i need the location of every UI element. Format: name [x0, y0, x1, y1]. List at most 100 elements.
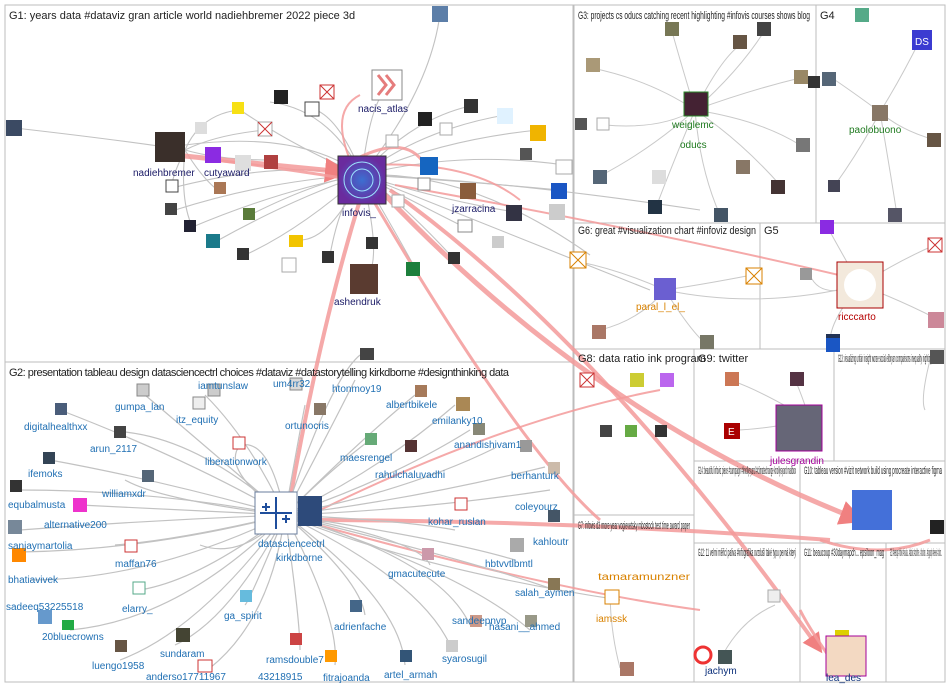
node-label: htonmoy19: [332, 384, 382, 395]
node-label: oducs: [680, 140, 707, 151]
node-avatar[interactable]: [497, 108, 513, 124]
node-avatar[interactable]: [551, 183, 567, 199]
node-avatar[interactable]: [304, 101, 320, 117]
node-label: fitrajoanda: [323, 673, 370, 684]
g8-header: G8: data ratio ink program: [578, 353, 706, 365]
node-avatar[interactable]: [457, 219, 473, 233]
g5-header: G5: [764, 225, 779, 237]
node-label: um4rr32: [273, 379, 311, 390]
node-avatar[interactable]: [385, 134, 399, 148]
node-avatar[interactable]: [418, 112, 432, 126]
node-label: julesgrandin: [769, 456, 824, 467]
infovis-hub-icon[interactable]: [337, 155, 387, 205]
node-label: nacis_atlas: [358, 104, 408, 115]
g14-header: G14: beautiful infoviz piece #campaign #…: [698, 465, 796, 477]
node-avatar[interactable]: [432, 6, 448, 22]
node-label: sundaram: [160, 649, 204, 660]
node-label: ricccarto: [838, 312, 876, 323]
node-label: ifemoks: [28, 469, 62, 480]
g10-header: G10: tableau version #vizit network buil…: [804, 465, 942, 477]
node-label: jzarracina: [451, 204, 496, 215]
node-avatar[interactable]: [391, 194, 405, 208]
lower-right-nodes: [604, 490, 944, 677]
node-label: datasciencectrl: [258, 539, 325, 550]
node-avatar[interactable]: [366, 237, 378, 249]
node-avatar[interactable]: [184, 220, 196, 232]
node-avatar[interactable]: [464, 99, 478, 113]
node-label: berhanturk: [511, 471, 560, 482]
node-label: coleyourz: [515, 502, 558, 513]
g9-labels: julesgrandin: [769, 456, 824, 467]
node-avatar[interactable]: [289, 235, 303, 247]
g1-nodes: [6, 6, 573, 360]
svg-text:DS: DS: [915, 37, 929, 48]
node-avatar[interactable]: [6, 120, 22, 136]
node-avatar[interactable]: [165, 203, 177, 215]
node-label: adrienfache: [334, 622, 387, 633]
node-avatar[interactable]: [549, 204, 565, 220]
node-avatar[interactable]: [264, 155, 278, 169]
node-label: kohar_ruslan: [428, 517, 486, 528]
node-avatar[interactable]: [322, 251, 334, 263]
g5-g6-labels: ricccarto paral_l_el_: [636, 302, 876, 323]
node-avatar[interactable]: [520, 148, 532, 160]
node-label: anderso17711967: [146, 672, 226, 683]
datasciencectrl-avatar[interactable]: [298, 496, 322, 526]
g4-nodes: DS: [828, 8, 941, 222]
node-label: syarosugil: [442, 654, 487, 665]
node-label: bhatiavivek: [8, 575, 59, 586]
node-avatar[interactable]: [530, 125, 546, 141]
group-headers: G1: years data #dataviz gran article wor…: [9, 10, 942, 559]
node-label: weiglemc: [671, 120, 714, 131]
node-avatar[interactable]: [214, 182, 226, 194]
node-avatar[interactable]: [232, 102, 244, 114]
node-label: salah_aymen: [515, 588, 574, 599]
node-avatar[interactable]: [439, 122, 453, 136]
node-label: maesrengel: [340, 453, 392, 464]
node-avatar[interactable]: [406, 262, 420, 276]
node-avatar[interactable]: [555, 159, 573, 175]
node-label: iamssk: [596, 614, 628, 625]
node-avatar[interactable]: [506, 205, 522, 221]
node-label: williamxdr: [101, 489, 147, 500]
node-label: equbalmusta: [8, 500, 66, 511]
node-label: jachym: [704, 666, 737, 677]
node-label: digitalhealthxx: [24, 422, 87, 433]
node-avatar[interactable]: [205, 147, 221, 163]
node-avatar[interactable]: [165, 179, 179, 193]
node-label: ashendruk: [334, 297, 382, 308]
node-label: tamaramunzner: [598, 572, 691, 583]
ashendruk-avatar[interactable]: [350, 264, 378, 294]
g6-header: G6: great #visualization chart #infoviz …: [578, 225, 756, 237]
node-avatar[interactable]: [420, 157, 438, 175]
node-avatar[interactable]: [492, 236, 504, 248]
jzarracina-avatar[interactable]: [462, 183, 476, 197]
node-avatar[interactable]: [206, 234, 220, 248]
node-avatar[interactable]: [448, 252, 460, 264]
node-label: ortunocris: [285, 421, 329, 432]
g1-labels: nadiehbremer cutyaward infovis_ nacis_at…: [133, 104, 496, 308]
node-label: sandeepnvp: [452, 616, 507, 627]
g12-header: G12: 11 velmi měřicí paliva #infografika…: [698, 547, 796, 559]
g5-g6-nodes: [569, 220, 944, 349]
node-avatar[interactable]: [243, 208, 255, 220]
node-label: artel_armah: [384, 670, 437, 681]
node-avatar[interactable]: [235, 155, 251, 171]
node-avatar[interactable]: [237, 248, 249, 260]
node-avatar[interactable]: [195, 122, 207, 134]
node-label: iamtunslaw: [198, 381, 249, 392]
node-avatar[interactable]: [155, 132, 185, 162]
g4-labels: paolobuono: [849, 125, 902, 136]
g3-header: G3: projects cs oducs catching recent hi…: [578, 10, 810, 22]
g8-g9-g13-nodes: E: [579, 338, 944, 452]
node-label: luengo1958: [92, 661, 145, 672]
node-avatar[interactable]: [281, 257, 297, 273]
g13-header: G13: visualizing unfair insight worse so…: [838, 353, 942, 365]
g9-header: G9: twitter: [698, 353, 748, 365]
lower-right-labels: tamaramunzner iamssk jachym lea_des: [596, 572, 861, 684]
node-avatar[interactable]: [274, 90, 288, 104]
node-label: paolobuono: [849, 125, 902, 136]
node-label: emilanky10: [432, 416, 483, 427]
node-avatar[interactable]: [417, 177, 431, 191]
